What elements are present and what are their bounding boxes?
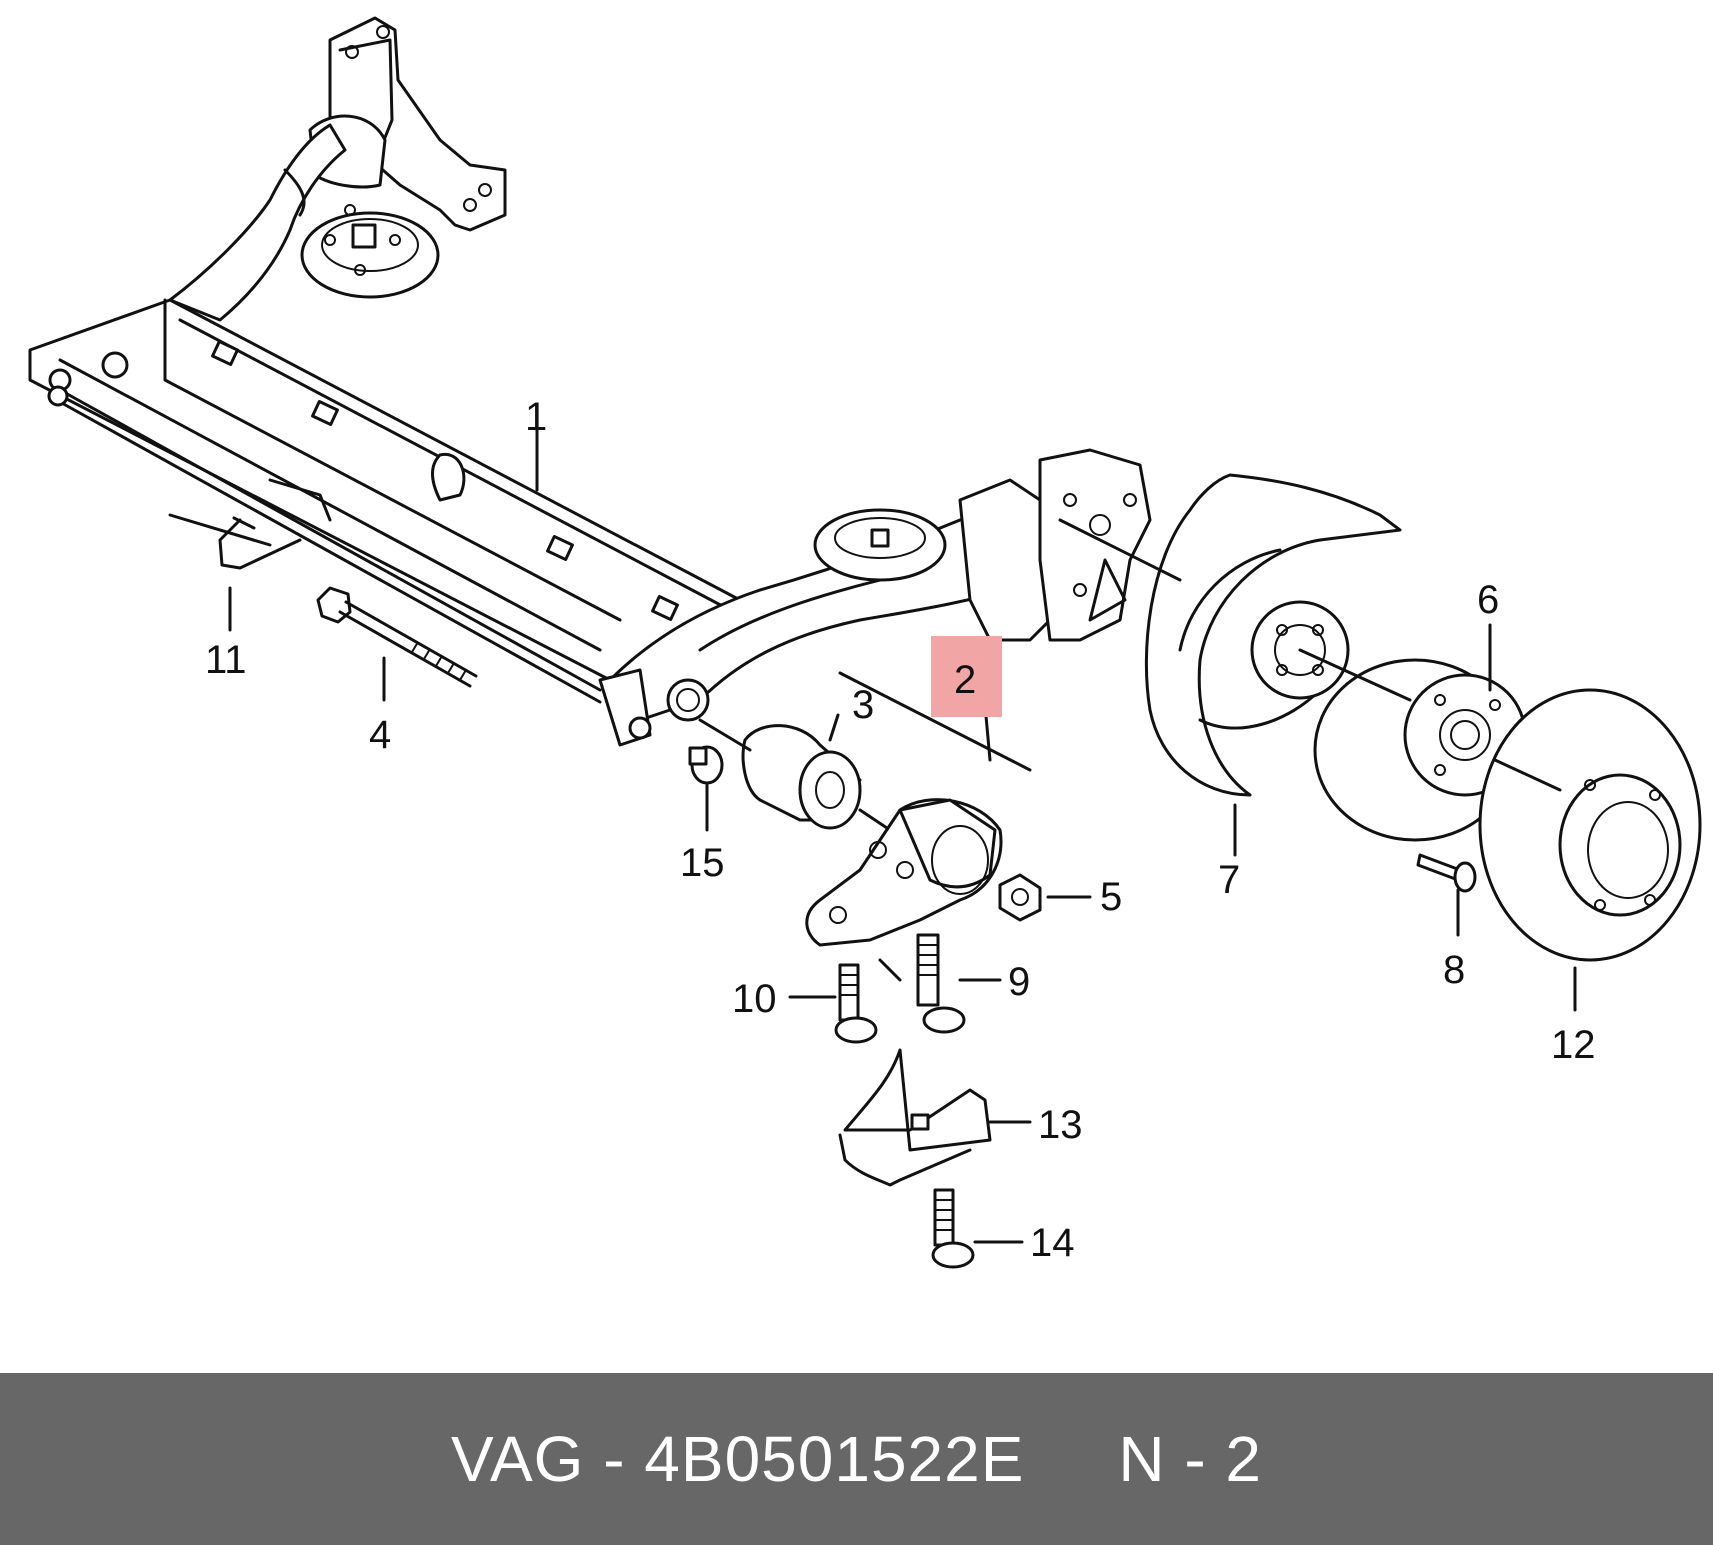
bolt-part-10 bbox=[834, 963, 878, 1044]
label-part-3: 3 bbox=[852, 683, 874, 727]
highlight-part-2 bbox=[931, 636, 1002, 717]
bolt-part-14 bbox=[931, 1188, 975, 1269]
label-part-2: 2 bbox=[954, 658, 976, 702]
bracket-part-2 bbox=[805, 798, 1003, 982]
label-part-11: 11 bbox=[205, 638, 247, 682]
label-part-7: 7 bbox=[1218, 858, 1240, 902]
part-number-text: VAG - 4B0501522E N - 2 bbox=[451, 1423, 1262, 1495]
label-part-4: 4 bbox=[369, 713, 391, 757]
wheel-hub-part-6 bbox=[1298, 648, 1527, 842]
right-axle-mount-bracket bbox=[813, 448, 1152, 642]
nut-part-5 bbox=[998, 873, 1042, 922]
stabilizer-bar bbox=[47, 385, 602, 704]
bolt-part-8 bbox=[1416, 853, 1477, 893]
label-part-12: 12 bbox=[1551, 1023, 1596, 1067]
label-part-8: 8 bbox=[1443, 948, 1465, 992]
heat-shield-part-13 bbox=[838, 1048, 992, 1187]
label-part-14: 14 bbox=[1030, 1221, 1075, 1265]
label-part-13: 13 bbox=[1038, 1103, 1083, 1147]
bush-part-3 bbox=[698, 718, 892, 832]
bolt-part-4 bbox=[316, 586, 478, 688]
part-number-footer: VAG - 4B0501522E N - 2 bbox=[0, 1373, 1713, 1545]
label-part-10: 10 bbox=[732, 977, 777, 1021]
brake-disc-part-12 bbox=[1478, 688, 1702, 962]
label-part-9: 9 bbox=[1008, 960, 1030, 1004]
label-part-15: 15 bbox=[680, 841, 725, 885]
label-part-1: 1 bbox=[525, 395, 547, 439]
clip-part-11 bbox=[218, 516, 302, 570]
left-trailing-arm bbox=[168, 123, 347, 322]
axle-cross-beam bbox=[28, 298, 742, 682]
label-part-6: 6 bbox=[1477, 578, 1499, 622]
nut-part-15 bbox=[688, 745, 724, 785]
rear-axle-exploded-diagram: 1 2 3 4 5 6 7 8 9 10 11 12 13 14 15 bbox=[28, 16, 1702, 1269]
left-axle-mount-bracket bbox=[259, 16, 507, 299]
bolt-part-9 bbox=[916, 933, 966, 1034]
label-part-5: 5 bbox=[1100, 875, 1122, 919]
